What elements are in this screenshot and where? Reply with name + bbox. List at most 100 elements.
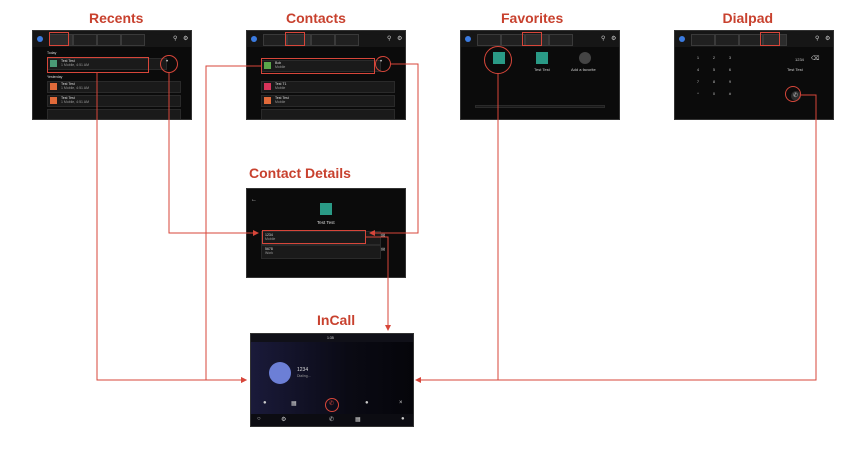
hang-up-button[interactable] (325, 398, 339, 412)
favorite-name: Test Test (534, 67, 550, 72)
keypad-icon[interactable]: ▦ (291, 401, 297, 407)
contact-details-screen: ← Test Test 1234 Mobile ✉ 5678 Work ✉ (246, 188, 406, 278)
tab-dialpad[interactable] (335, 34, 359, 46)
dial-key[interactable]: 1 (696, 55, 700, 60)
bell-icon[interactable]: ● (401, 416, 405, 422)
list-item (261, 109, 395, 119)
tab-contacts[interactable] (73, 34, 97, 46)
gear-icon[interactable]: ⚙ (825, 36, 831, 42)
dial-key[interactable]: 5 (712, 67, 716, 72)
number-type: Mobile (265, 237, 276, 241)
tab-favorites[interactable] (311, 34, 335, 46)
connector-recents-details (168, 73, 259, 236)
avatar (50, 60, 57, 67)
dialed-number: 1234 (795, 57, 804, 62)
hang-up-icon: ✆ (329, 401, 335, 407)
highlight-favorites-tab (522, 32, 542, 46)
tab-recents[interactable] (691, 34, 715, 46)
contact-details-name: Test Test (317, 220, 335, 225)
dial-key[interactable]: 9 (728, 79, 732, 84)
tab-dialpad[interactable] (549, 34, 573, 46)
dial-key[interactable]: 6 (728, 67, 732, 72)
tab-contacts[interactable] (715, 34, 739, 46)
tab-contacts[interactable] (501, 34, 525, 46)
highlight-contacts-tab (285, 32, 305, 46)
list-item[interactable] (47, 95, 181, 107)
gear-icon[interactable]: ⚙ (611, 36, 617, 42)
dialpad-screen: ⚲ ⚙ 1 2 3 4 5 6 7 8 9 * 0 # 1234 ⌫ Test … (674, 30, 834, 120)
title-favorites: Favorites (501, 10, 564, 26)
back-icon[interactable]: ← (251, 197, 257, 203)
connector-dialpad-incall (498, 94, 817, 381)
connector-details-incall (366, 236, 391, 331)
search-icon[interactable]: ⚲ (387, 36, 392, 42)
contacts-screen: ⚲ ⚙ Bob Mobile Test T1 Mobile Test Test … (246, 30, 406, 120)
mute-icon[interactable]: ● (263, 400, 267, 406)
avatar (50, 83, 57, 90)
tab-bar: ⚲ ⚙ (461, 31, 619, 47)
title-dialpad: Dialpad (722, 10, 774, 26)
title-contact-details: Contact Details (249, 165, 351, 181)
tab-favorites[interactable] (97, 34, 121, 46)
app-logo-icon (465, 36, 471, 42)
highlight-dialpad-tab (760, 32, 780, 46)
number-row[interactable] (261, 231, 381, 245)
clock: 1:35 (327, 336, 334, 340)
dial-key[interactable]: # (728, 91, 732, 96)
tab-recents[interactable] (263, 34, 287, 46)
matched-contact: Test Test (787, 67, 803, 72)
dial-key[interactable]: 7 (696, 79, 700, 84)
dial-key[interactable]: 4 (696, 67, 700, 72)
dial-key[interactable]: * (697, 91, 699, 96)
dial-key[interactable]: 0 (712, 91, 716, 96)
highlight-contact-row (261, 58, 375, 74)
title-recents: Recents (89, 10, 144, 26)
highlight-info-button (375, 56, 391, 72)
avatar (264, 62, 271, 69)
phone-icon[interactable]: ✆ (329, 417, 335, 423)
highlight-number-row (262, 230, 366, 244)
dial-key[interactable]: 3 (728, 55, 732, 60)
gear-icon[interactable]: ⚙ (281, 417, 287, 423)
number-type: Work (265, 251, 274, 255)
message-icon[interactable]: ✉ (381, 247, 386, 253)
tab-bar: ⚲ ⚙ (675, 31, 833, 47)
tab-recents[interactable] (477, 34, 501, 46)
info-icon[interactable]: • (166, 59, 169, 65)
backspace-icon[interactable]: ⌫ (811, 56, 820, 62)
recent-name: Test Test (61, 82, 75, 86)
search-icon[interactable]: ⚲ (173, 36, 178, 42)
search-icon[interactable]: ⚲ (815, 36, 820, 42)
close-icon[interactable]: × (399, 400, 403, 406)
gear-icon[interactable]: ⚙ (397, 36, 403, 42)
recent-name: Test Test (61, 96, 75, 100)
dial-key[interactable]: 2 (712, 55, 716, 60)
avatar (264, 97, 271, 104)
list-item (47, 109, 181, 119)
list-item[interactable] (47, 81, 181, 93)
speaker-icon[interactable]: ● (365, 400, 369, 406)
home-icon[interactable]: ○ (257, 416, 261, 422)
list-item[interactable] (261, 95, 395, 107)
highlight-recent-row (47, 57, 149, 73)
status-bar (251, 334, 413, 342)
tab-favorites[interactable] (739, 34, 763, 46)
info-icon[interactable]: • (380, 59, 383, 65)
section-yesterday: Yesterday (47, 75, 63, 79)
contact-sub: Mobile (275, 65, 286, 69)
add-favorite-icon[interactable] (579, 52, 591, 64)
search-icon[interactable]: ⚲ (601, 36, 606, 42)
gear-icon[interactable]: ⚙ (183, 36, 189, 42)
favorite-avatar[interactable] (536, 52, 548, 64)
number-value: 1234 (265, 233, 273, 237)
list-item[interactable] (261, 81, 395, 93)
apps-icon[interactable]: ▦ (355, 417, 361, 423)
highlight-recents-tab (49, 32, 69, 46)
tab-dialpad[interactable] (121, 34, 145, 46)
message-icon[interactable]: ✉ (381, 233, 386, 239)
number-row[interactable] (261, 245, 381, 259)
incall-screen: 1:35 1234 Dialing... ● ▦ ✆ ● × ○ ⚙ ✆ ▦ ● (250, 333, 414, 427)
section-today: Today (47, 51, 57, 55)
dial-key[interactable]: 8 (712, 79, 716, 84)
